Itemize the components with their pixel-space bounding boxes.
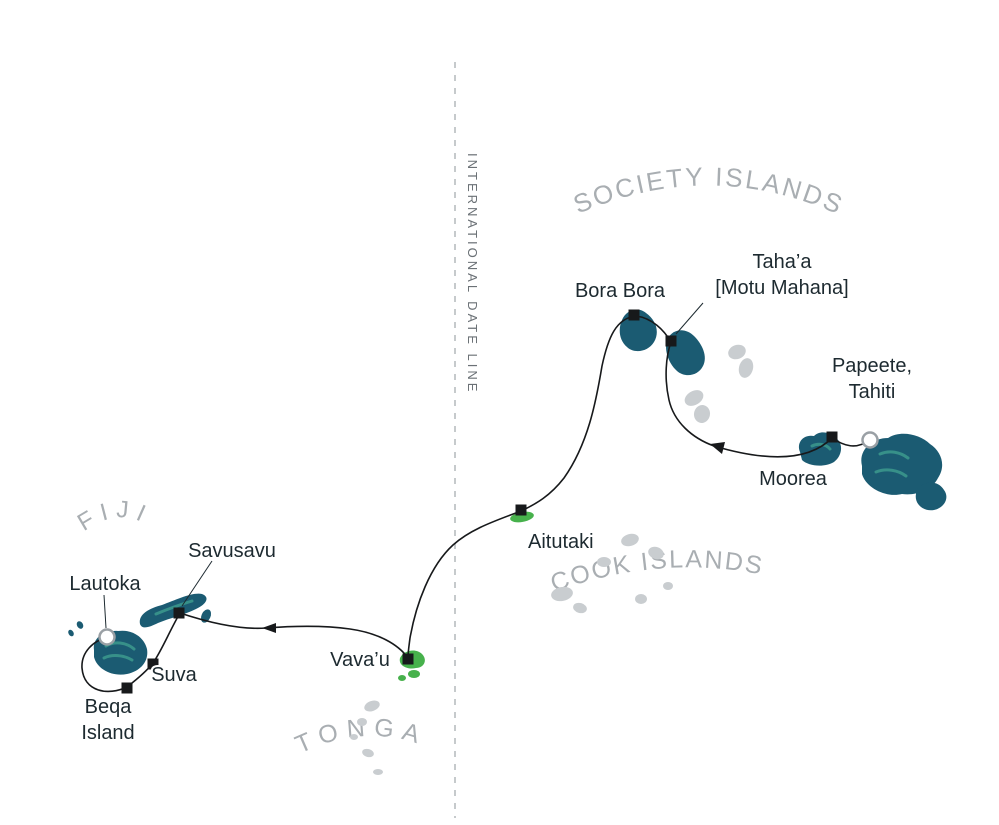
island-tahiti-iti [915, 482, 947, 511]
marker-tahaa [665, 335, 677, 347]
viti-levu-ridge-2 [102, 654, 134, 662]
small-island [573, 602, 587, 614]
marker-suva [147, 658, 159, 670]
tahiti-ridge-2 [874, 468, 908, 478]
marker-savusavu [173, 607, 185, 619]
small-island [362, 748, 374, 758]
label-savusavu: Savusavu [188, 540, 276, 562]
small-island [551, 586, 573, 602]
moorea-ridge [810, 442, 832, 451]
small-island [597, 557, 611, 567]
marker-moorea [826, 431, 838, 443]
leader-tahaa [675, 302, 704, 335]
small-island [373, 769, 383, 775]
small-island [663, 582, 673, 590]
label-beqa-line1: Beqa [85, 696, 133, 718]
route-arrow-west-of-moorea [710, 442, 725, 454]
small-island [728, 344, 746, 360]
small-island [408, 670, 420, 678]
label-bora-bora: Bora Bora [575, 280, 666, 302]
small-island [68, 629, 74, 637]
small-island [350, 734, 358, 740]
cruise-route-path [81, 315, 871, 693]
marker-beqa [121, 682, 133, 694]
marker-vavau [402, 653, 414, 665]
label-papeete-line2: Tahiti [849, 381, 896, 403]
small-island [648, 546, 664, 560]
small-island [738, 358, 754, 378]
tahiti-ridge-1 [878, 450, 910, 460]
marker-bora-bora [628, 309, 640, 321]
island-group-society-gray [684, 344, 754, 423]
label-tahaa-line2: [Motu Mahana] [715, 277, 848, 299]
small-island [357, 718, 367, 726]
small-island [398, 675, 406, 681]
label-beqa-line2: Island [81, 722, 134, 744]
leader-lautoka [103, 594, 107, 629]
label-aitutaki: Aitutaki [528, 531, 594, 553]
route-arrow-toward-fiji [262, 623, 276, 633]
label-papeete-line1: Papeete, [832, 355, 912, 377]
region-label-society: SOCIETY ISLANDS [569, 161, 849, 220]
marker-lautoka [98, 628, 116, 646]
marker-aitutaki [515, 504, 527, 516]
label-suva: Suva [151, 664, 197, 686]
small-island [364, 700, 380, 712]
small-island [635, 594, 647, 604]
small-island [621, 533, 639, 547]
vanua-levu-ridge [154, 599, 194, 616]
small-island [693, 405, 711, 423]
label-moorea: Moorea [759, 468, 828, 490]
international-date-line-label: INTERNATIONAL DATE LINE [465, 153, 480, 394]
port-markers [98, 309, 879, 694]
label-lautoka: Lautoka [69, 573, 141, 595]
label-tahaa-line1: Taha’a [753, 251, 813, 273]
leader-savusavu [181, 560, 213, 607]
region-label-fiji: FIJI [73, 496, 156, 537]
label-vavau: Vava’u [330, 649, 390, 671]
small-island [684, 390, 704, 406]
port-labels: Bora Bora Taha’a [Motu Mahana] Papeete, … [67, 249, 914, 746]
island-tahiti-nui [861, 433, 943, 495]
island-vanua-levu [139, 593, 207, 628]
small-island [76, 621, 84, 629]
marker-papeete [861, 431, 879, 449]
